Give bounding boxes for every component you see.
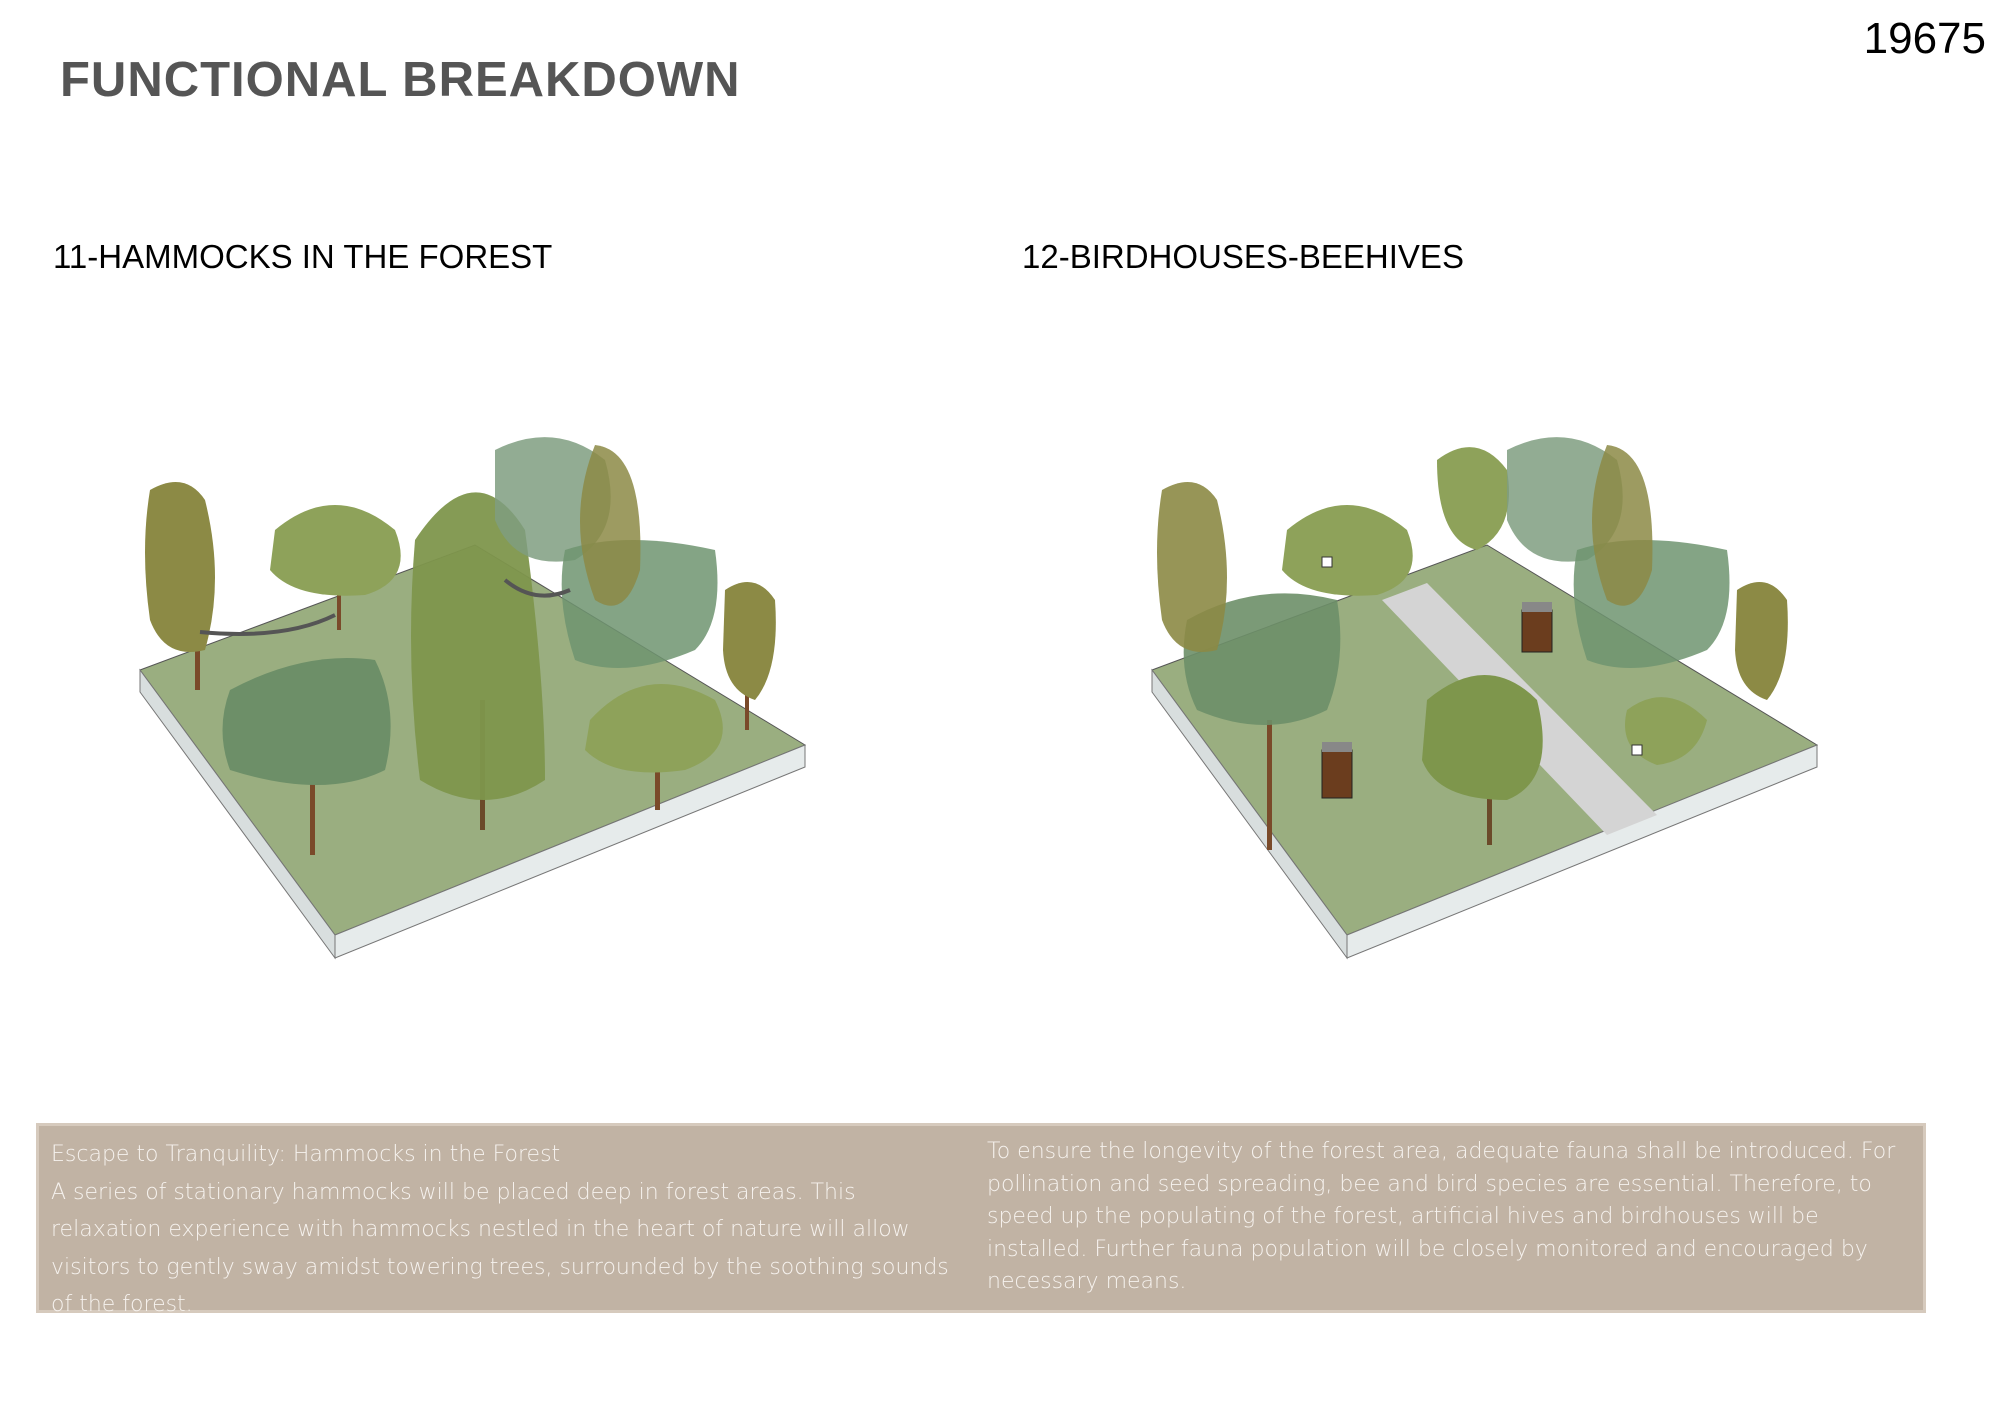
hammock xyxy=(199,613,336,636)
page-code: 19675 xyxy=(1863,14,1986,63)
birdhouses-description: To ensure the longevity of the forest ar… xyxy=(987,1136,1917,1299)
hammocks-forest-illustration xyxy=(139,437,807,960)
tree-group xyxy=(145,437,776,855)
description-panel: Escape to Tranquility: Hammocks in the F… xyxy=(36,1123,1926,1317)
hammocks-description-title: Escape to Tranquility: Hammocks in the F… xyxy=(51,1142,561,1167)
page-title: FUNCTIONAL BREAKDOWN xyxy=(60,53,741,107)
birdhouse xyxy=(1321,556,1333,568)
beehive xyxy=(1521,602,1553,653)
birdhouses-beehives-illustration xyxy=(1151,437,1819,960)
hammocks-description: Escape to Tranquility: Hammocks in the F… xyxy=(51,1136,971,1324)
birdhouses-description-body: To ensure the longevity of the forest ar… xyxy=(987,1139,1896,1294)
section-heading-birdhouses: 12-BIRDHOUSES-BEEHIVES xyxy=(1022,238,1464,275)
hammock xyxy=(503,578,571,598)
section-heading-hammocks: 11-HAMMOCKS IN THE FOREST xyxy=(53,238,553,275)
birdhouse xyxy=(1631,744,1643,756)
hammocks-description-body: A series of stationary hammocks will be … xyxy=(51,1179,949,1318)
tree-group xyxy=(1157,437,1788,850)
beehive xyxy=(1321,742,1353,799)
